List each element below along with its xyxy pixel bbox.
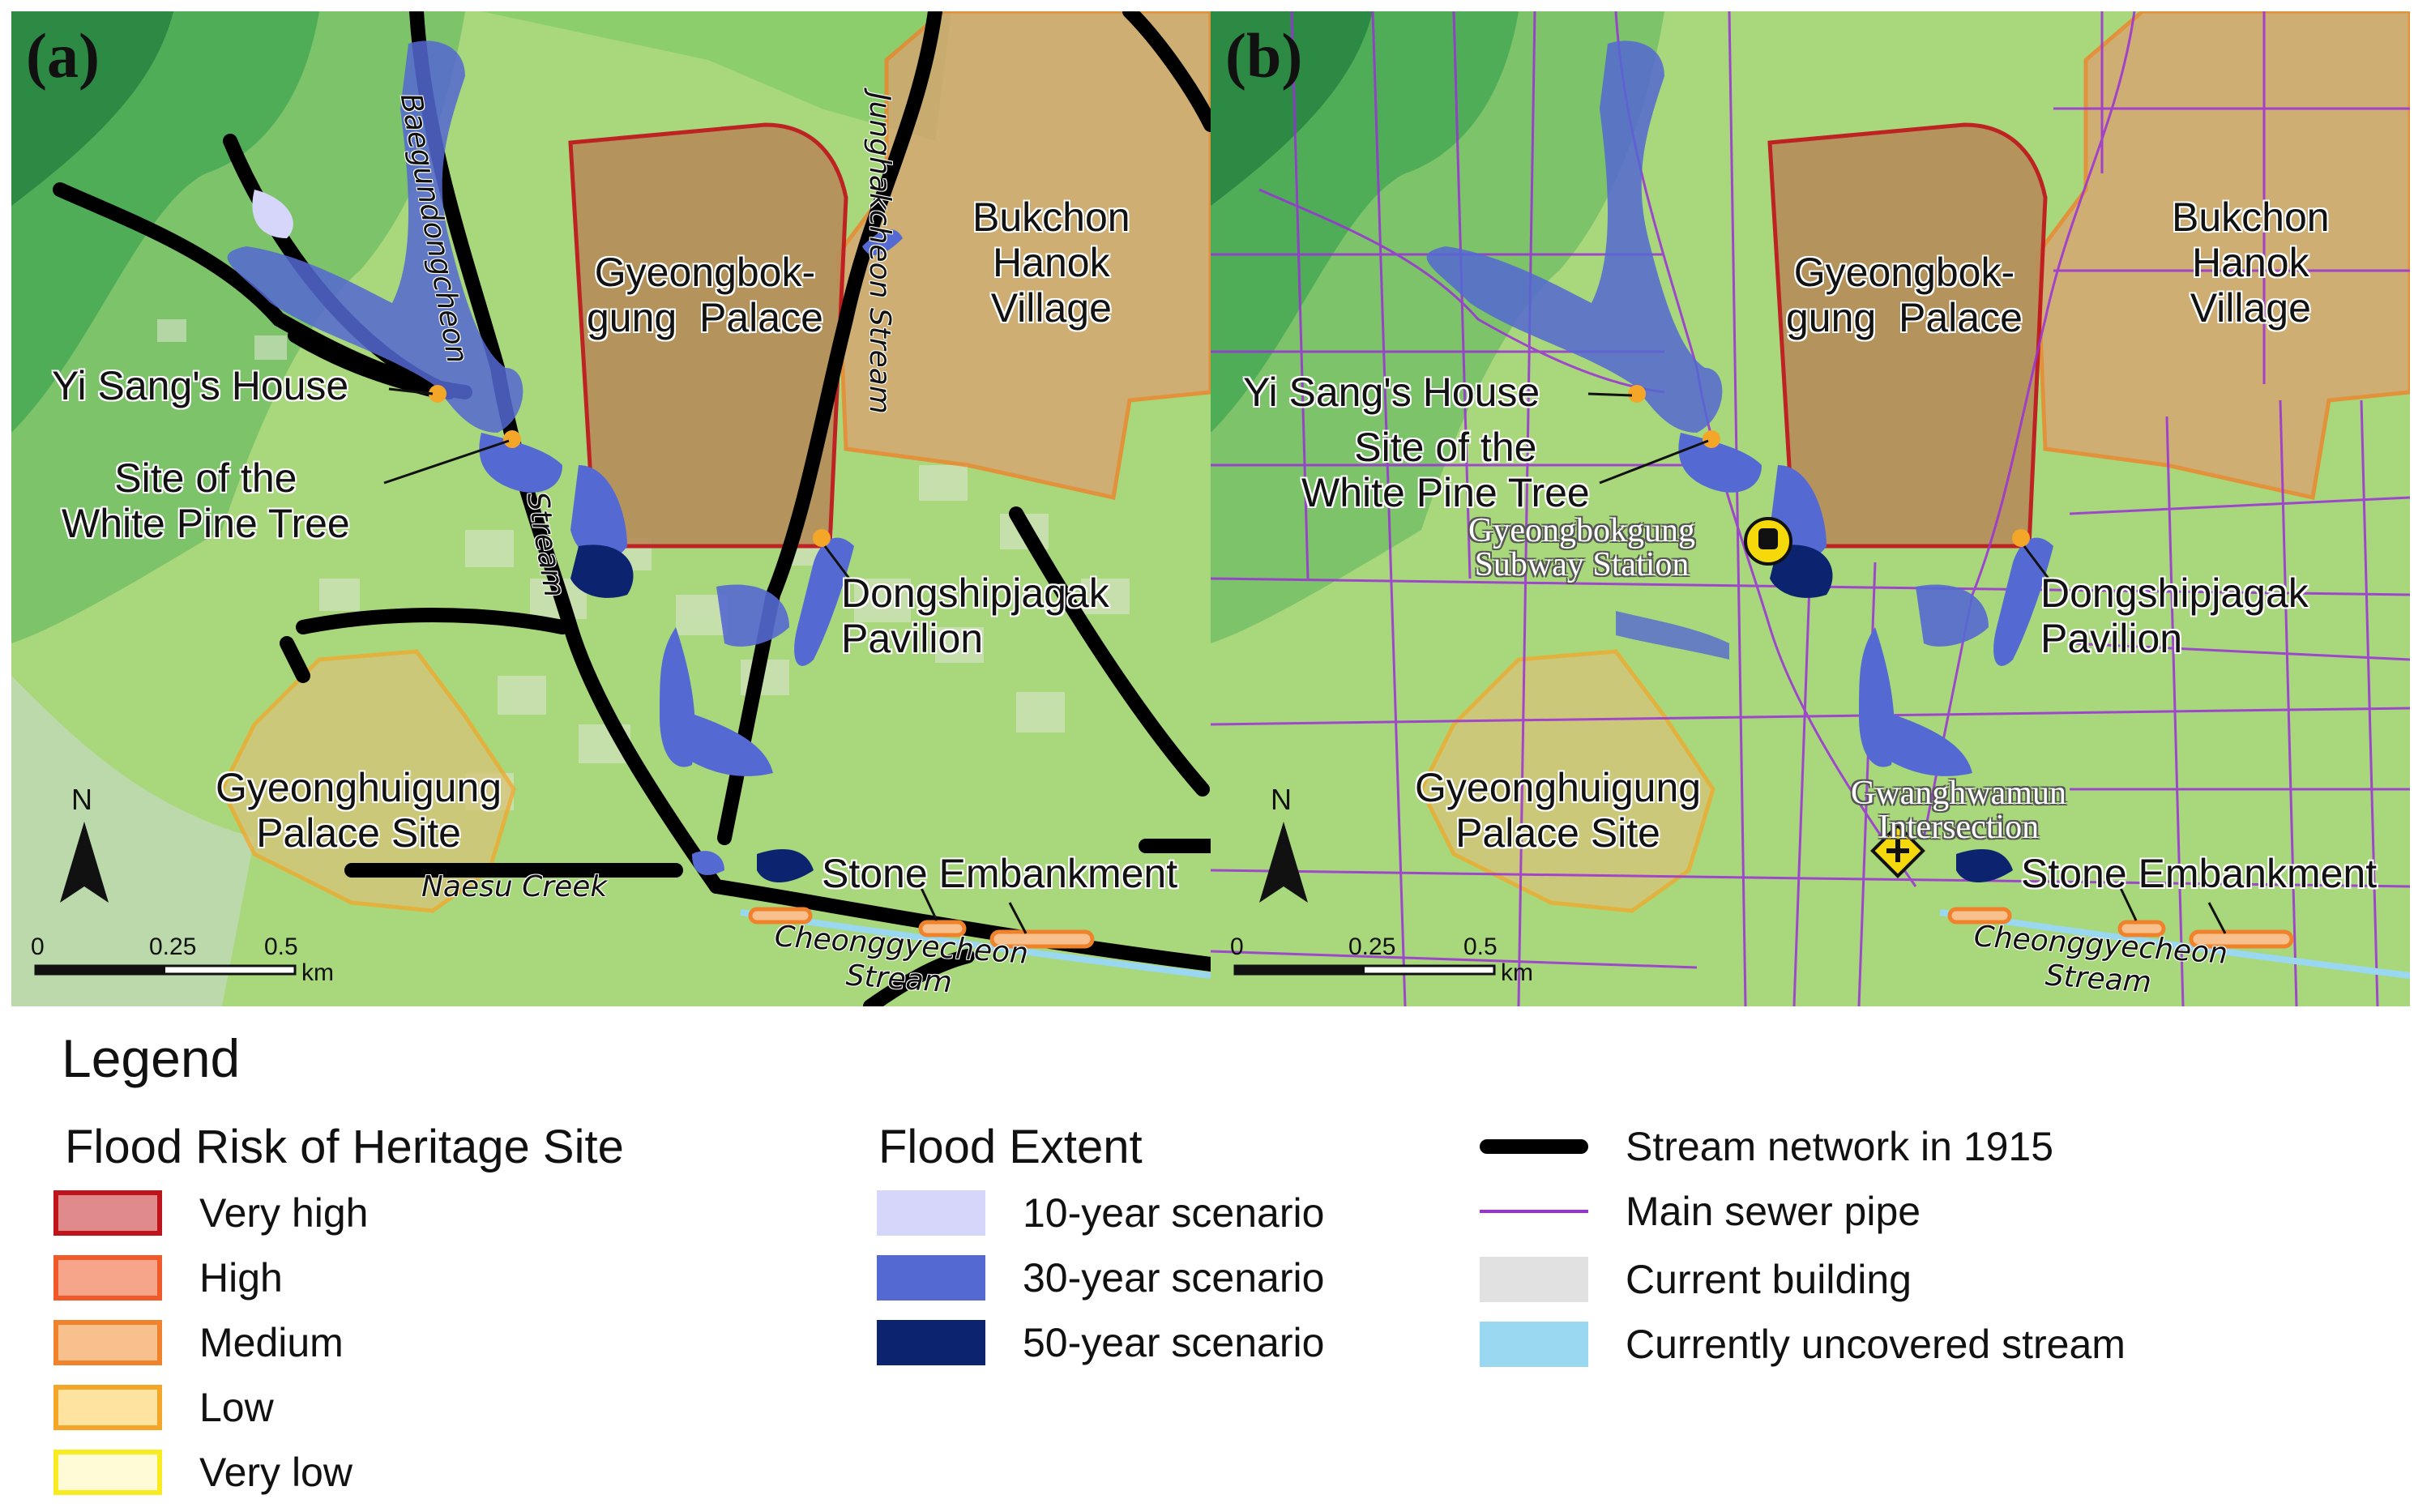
north-label: N [71,783,92,816]
legend-label: Current building [1626,1257,1912,1302]
legend-label: Very high [199,1190,369,1236]
scale-label-km: km [301,959,334,986]
north-arrow-icon [1259,822,1308,903]
label-bukchon: Bukchon Hanok Village [2172,194,2330,331]
map-canvas-b [1211,11,2410,1006]
legend-extent-30yr: 30-year scenario [877,1253,1324,1303]
legend-risk-medium: Medium [53,1318,344,1368]
legend-label: Stream network in 1915 [1626,1124,2054,1169]
legend-risk-title: Flood Risk of Heritage Site [65,1121,624,1173]
risk-high-swatch [53,1255,162,1301]
sewer-pipe-swatch [1480,1210,1588,1213]
label-subway-station: Gyeongbokgung Subway Station [1468,512,1695,583]
subway-station-icon [1744,517,1792,566]
legend-label: Main sewer pipe [1626,1189,1921,1234]
legend-label: High [199,1255,283,1301]
scale-label-025: 0.25 [1348,933,1396,960]
label-gwanghwamun: Gwanghwamun Intersection [1851,775,2066,846]
label-naesu-creek: Naesu Creek [421,870,608,903]
scale-label-km: km [1501,959,1533,986]
risk-very-low-swatch [53,1450,162,1495]
legend-label: 50-year scenario [1023,1320,1325,1365]
label-gyeonghuigung: Gyeonghuigung Palace Site [1415,765,1702,856]
legend-stream-1915: Stream network in 1915 [1480,1121,2053,1172]
intersection-icon [1870,823,1925,878]
uncovered-stream-swatch [1480,1322,1588,1367]
legend-risk-very-low: Very low [53,1447,352,1497]
label-dongshipjagak: Dongshipjagak Pavilion [841,570,1109,661]
legend-label: Currently uncovered stream [1626,1322,2126,1367]
legend-current-building: Current building [1480,1254,1912,1305]
label-white-pine-tree: Site of the White Pine Tree [1301,425,1590,515]
legend-label: Medium [199,1320,344,1365]
stream-1915-swatch [1480,1139,1588,1154]
scale-label-0: 0 [31,933,45,960]
north-arrow-icon [60,822,109,903]
north-label: N [1271,783,1292,816]
label-junghakcheon: Junghakcheon Stream [863,92,896,414]
legend-extent-10yr: 10-year scenario [877,1188,1324,1238]
map-canvas-a [11,11,1211,1006]
label-bukchon: Bukchon Hanok Village [972,194,1130,331]
label-gyeongbokgung: Gyeongbok- gung Palace [587,250,823,340]
legend-sewer-pipe: Main sewer pipe [1480,1186,1921,1237]
legend-extent-title: Flood Extent [878,1121,1143,1173]
risk-low-swatch [53,1385,162,1430]
legend-title: Legend [62,1028,241,1088]
extent-10yr-swatch [877,1190,985,1236]
extent-30yr-swatch [877,1255,985,1301]
legend-uncovered-stream: Currently uncovered stream [1480,1319,2126,1369]
panel-label-b: (b) [1225,20,1303,91]
scale-label-0: 0 [1230,933,1244,960]
label-gyeongbokgung: Gyeongbok- gung Palace [1786,250,2023,340]
scale-label-05: 0.5 [264,933,298,960]
legend-risk-high: High [53,1253,283,1303]
label-stone-embankment: Stone Embankment [822,851,1178,896]
scale-label-05: 0.5 [1463,933,1498,960]
map-panel-b: (b) Bukchon Hanok Village Gyeongbok- gun… [1211,11,2410,1006]
extent-50yr-swatch [877,1320,985,1365]
legend-label: Very low [199,1450,352,1495]
legend-label: 30-year scenario [1023,1255,1325,1301]
label-yi-sang-house: Yi Sang's House [1243,369,1540,415]
label-yi-sang-house: Yi Sang's House [52,363,349,408]
legend-label: 10-year scenario [1023,1190,1325,1236]
label-gyeonghuigung: Gyeonghuigung Palace Site [216,765,502,856]
label-dongshipjagak: Dongshipjagak Pavilion [2040,570,2309,661]
label-white-pine-tree: Site of the White Pine Tree [62,455,350,546]
legend-risk-low: Low [53,1382,274,1433]
legend-extent-50yr: 50-year scenario [877,1318,1324,1368]
map-panel-a: (a) Bukchon Hanok Village Gyeongbok- gun… [11,11,1211,1006]
legend-label: Low [199,1385,274,1430]
risk-very-high-swatch [53,1190,162,1236]
scale-label-025: 0.25 [149,933,197,960]
panel-label-a: (a) [26,20,100,91]
risk-medium-swatch [53,1320,162,1365]
label-stone-embankment: Stone Embankment [2021,851,2378,896]
legend-risk-very-high: Very high [53,1188,368,1238]
current-building-swatch [1480,1257,1588,1302]
